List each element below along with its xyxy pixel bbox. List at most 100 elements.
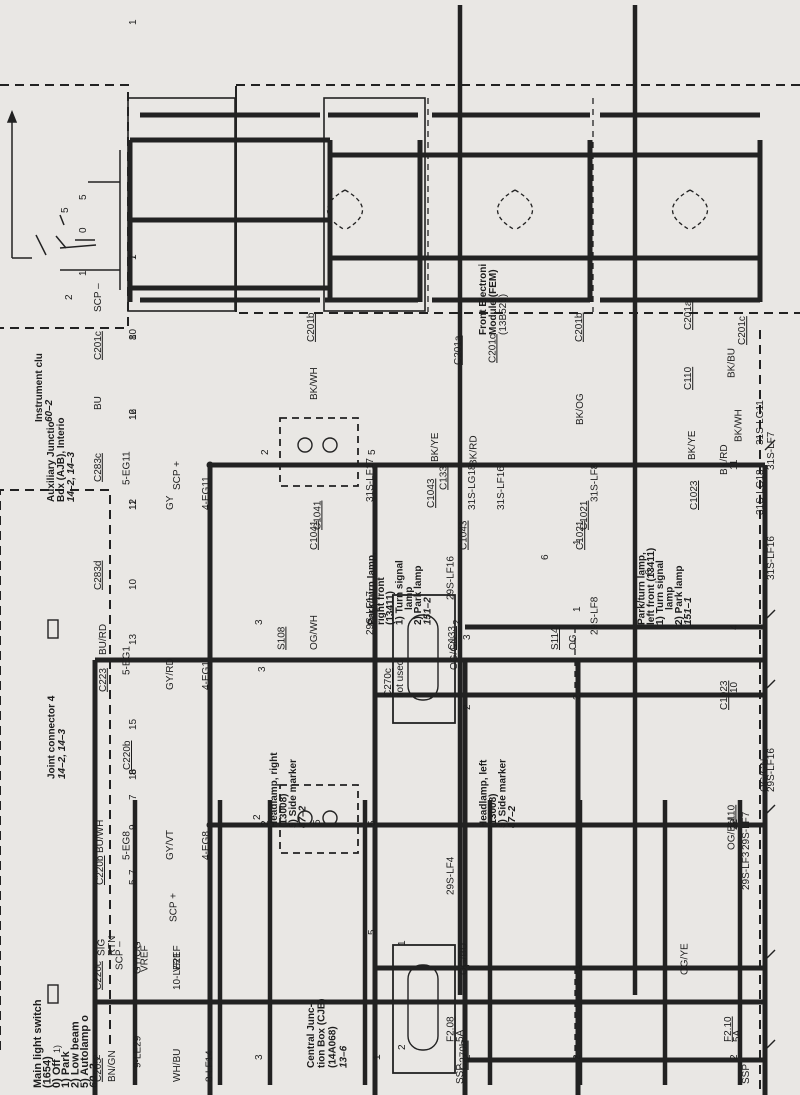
diagram-label: Front Electroni [478, 264, 489, 335]
diagram-label: 31S-LF8 [590, 463, 601, 502]
diagram-label: Module (FEM) [488, 269, 499, 335]
bus-lines [130, 137, 660, 291]
switch-position-numbers: 2 5 1 0 [60, 207, 89, 300]
pin-number-label: 5 [367, 449, 378, 455]
diagram-label: 31S-LF17 [365, 458, 376, 502]
pin-number-label: 2 [260, 449, 271, 455]
pin-number-label: 10 [128, 328, 139, 340]
diagram-label: Park/turn lamp, [636, 552, 647, 625]
pin-number-label: 5 [78, 194, 89, 200]
diagram-label: Headlamp, left [479, 759, 490, 828]
pin-number-label: 10 [729, 681, 740, 693]
diagram-label: 31S-LG18 [467, 464, 478, 510]
pin-number-label: 1 [372, 606, 383, 612]
pin-number-label: 2 [92, 1054, 103, 1060]
pin-number-label: 1 [372, 1054, 383, 1060]
diagram-label: SCP – [114, 941, 125, 970]
diagram-label: GY [165, 495, 176, 510]
diagram-label: lamp [404, 587, 415, 610]
diagram-label: SSP [741, 1064, 752, 1084]
pin-number-label: 5 [312, 819, 323, 825]
pin-number-label: 1 [128, 19, 139, 25]
diagram-label: SCP – [93, 283, 104, 312]
pin-number-label: 3 [462, 964, 473, 970]
pin-number-label: 1 [128, 254, 139, 260]
pin-number-label: 2 [462, 704, 473, 710]
diagram-label: C270c [383, 668, 394, 697]
diagram-label: Joint connector 4 [47, 695, 58, 779]
main-light-switch-box [0, 84, 129, 329]
diagram-label: C1021 [579, 500, 590, 530]
pin-number-label: C220b [122, 740, 133, 770]
pin-number-label: 2 [260, 820, 271, 826]
splice-dots [206, 461, 214, 829]
diagram-label: OG/BU [726, 818, 737, 850]
pin-number-label: 2 [729, 1054, 740, 1060]
pin-number-label: 8 [128, 769, 139, 775]
pin-number-label: 4 [729, 624, 740, 630]
pin-number-label: 5 [367, 929, 378, 935]
diagram-label: 87–2 [507, 805, 518, 828]
diagram-label: C205 [93, 1058, 104, 1082]
diagram-label: GY/RD [165, 658, 176, 690]
diagram-label: 31S-LG11 [755, 400, 766, 445]
diagram-label: BK/YE [430, 432, 441, 462]
pin-number-label: 3 [254, 1054, 265, 1060]
pin-number-label: 5 [367, 820, 378, 826]
dashed-connector-lines [427, 98, 594, 1060]
diagram-label: SCP + [168, 893, 179, 922]
diagram-label: BK/RD [469, 435, 480, 466]
pin-number-label: 12 [128, 498, 139, 510]
pin-number-label: 16 [128, 408, 139, 420]
bulb-symbols [297, 437, 439, 1051]
headlamp-boxes [279, 417, 359, 854]
diagram-label: F2.08 [446, 1016, 457, 1042]
diagram-label: 4-EG11 [201, 476, 212, 510]
diagram-label: 151–1 [683, 597, 694, 625]
pin-number-label: 3 [254, 619, 265, 625]
diagram-label: 31S-LF7 [766, 431, 777, 470]
pin-number-label: 2 [572, 1054, 583, 1060]
pin-number-label: 7 [128, 869, 139, 875]
pin-number-label: 6 [644, 569, 655, 575]
pin-number-label: 12 [128, 408, 139, 420]
diagram-label: right front [376, 577, 387, 625]
diagram-label: 5A [732, 1029, 743, 1042]
diagram-label: C1023 [689, 480, 700, 510]
diagram-label: 29S-LF8 [590, 596, 601, 635]
diagram-label: Central Junc- [306, 1004, 317, 1068]
diagram-label: C110 [683, 366, 694, 390]
diagram-label: BU/RD [98, 624, 109, 655]
pos-2-label: 2 [64, 294, 75, 300]
fem-contacts [764, 439, 776, 1051]
diagram-label: 29S-LF4 [446, 856, 457, 895]
diagram-label: C220c [93, 961, 104, 990]
diagram-label: GY/VT [165, 830, 176, 860]
fuse-symbols [47, 619, 59, 1004]
diagram-label: BK/YE [687, 430, 698, 460]
diagram-label: BU [93, 396, 104, 410]
diagram-label: 13–6 [338, 1045, 349, 1068]
diagram-label: 5-EG11 [122, 451, 133, 485]
diagram-label: C270b [459, 1040, 470, 1070]
diagram-label: SCP + [172, 461, 183, 490]
diagram-label: 1) Turn signal [395, 560, 406, 625]
diagram-label: (13B525) [498, 294, 509, 335]
diagram-label: 29S-LF16 [446, 556, 457, 600]
pin-number-label: 6 [540, 554, 551, 560]
diagram-label: 29S-LF3 [741, 851, 752, 890]
diagram-label: Auxiliary Junctio [46, 421, 57, 502]
pos-1-label: 1 [78, 270, 89, 276]
diagram-label: GY/OG [132, 941, 143, 974]
diagram-label: C201c [93, 331, 104, 360]
diagram-label: C201a [683, 300, 694, 330]
diagram-label: S108 [276, 626, 287, 650]
diagram-label: 0) Off [51, 1059, 63, 1088]
diagram-label: tion Box (CJB) [317, 999, 328, 1068]
diagram-label: 14–2, 14–3 [57, 729, 68, 779]
diagram-label: 60–2 [88, 1064, 100, 1088]
pin-number-label: 1 [572, 539, 583, 545]
diagram-label: C1043 [459, 520, 470, 550]
